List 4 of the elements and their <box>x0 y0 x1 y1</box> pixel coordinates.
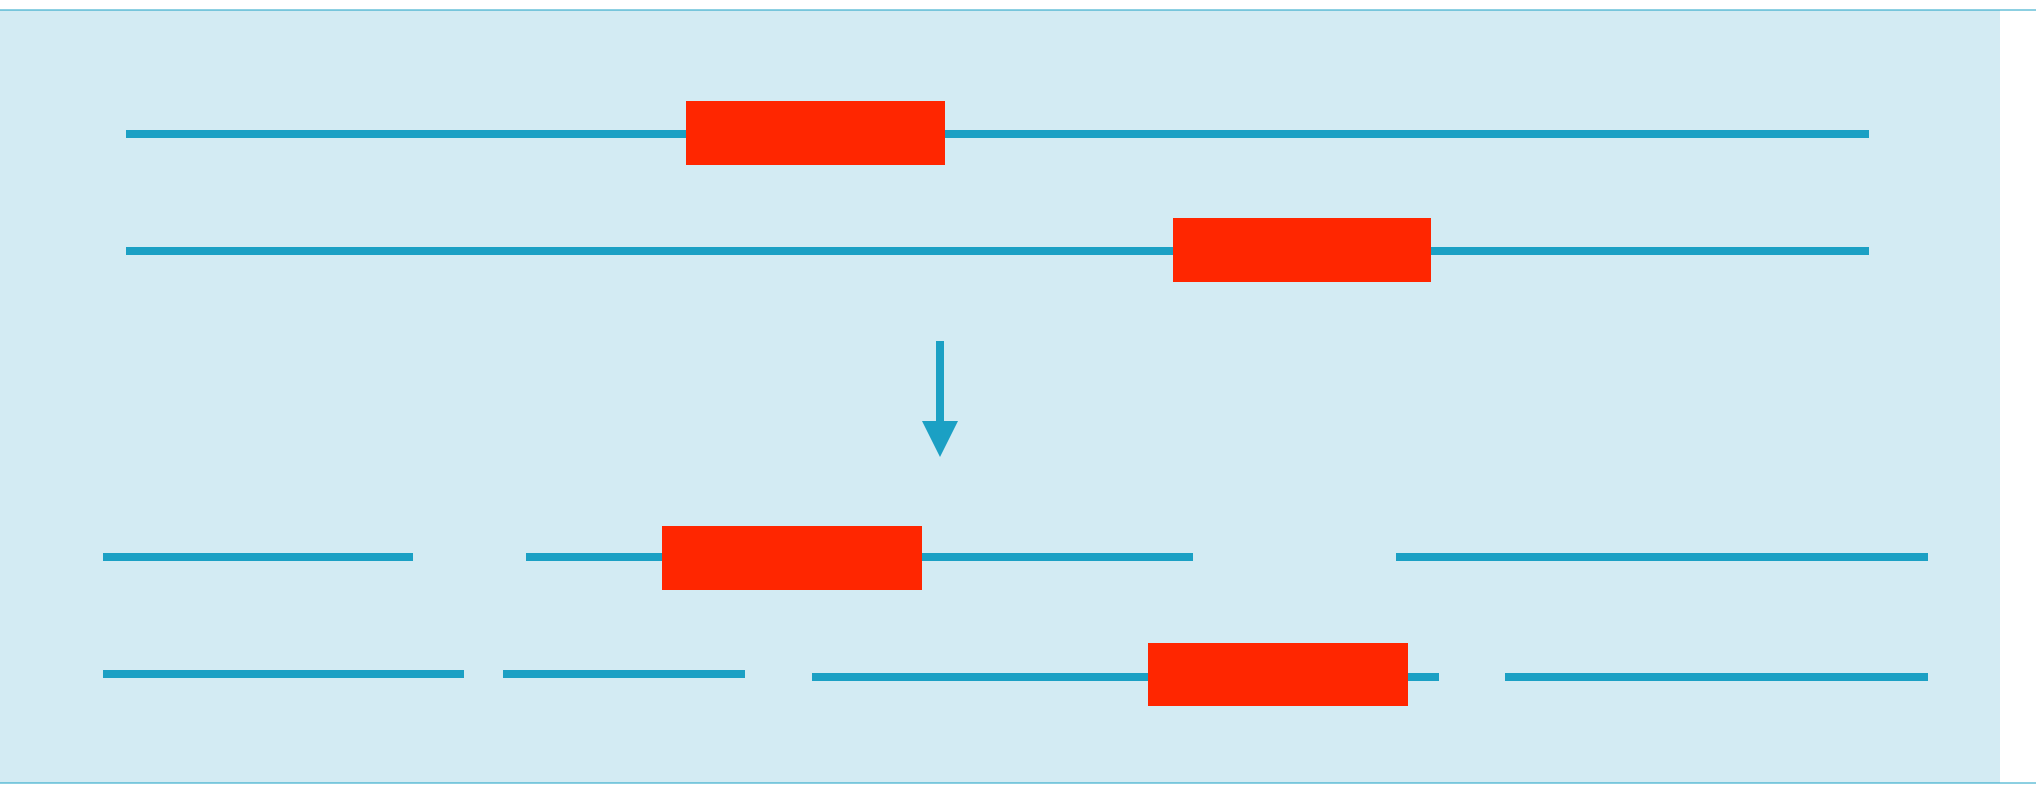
segment-block <box>686 101 945 165</box>
segment-block <box>662 526 922 590</box>
segment-block <box>1148 643 1408 706</box>
segment-block <box>1173 218 1431 282</box>
